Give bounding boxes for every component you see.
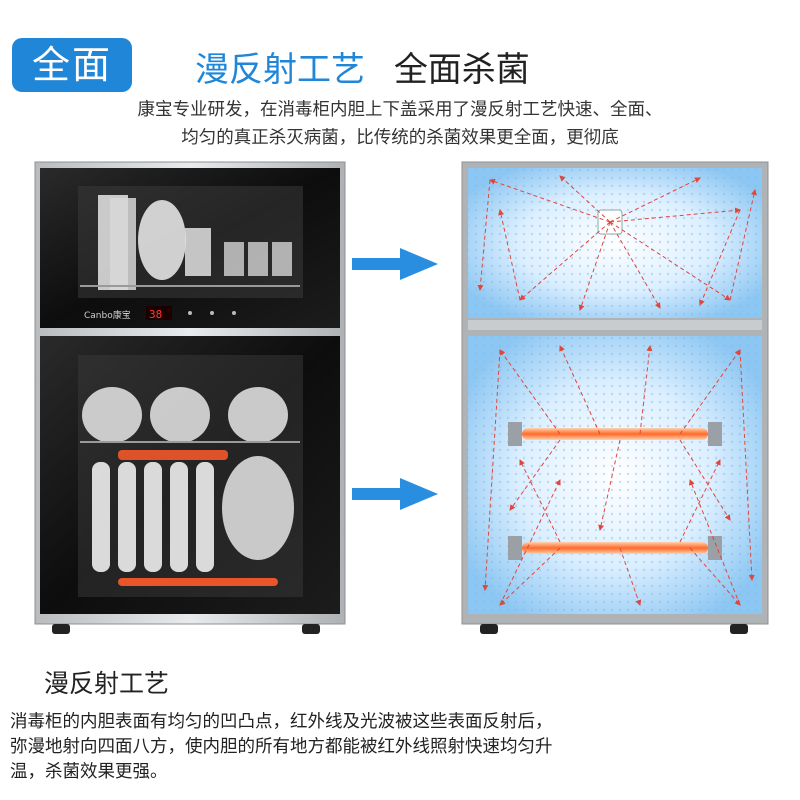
heater-top [118, 450, 228, 460]
headline-blue: 漫反射工艺 [195, 50, 365, 90]
heater-bottom [118, 578, 278, 586]
lower-chamber [468, 336, 762, 614]
section-description: 消毒柜的内胆表面有均匀的凹凸点，红外线及光波被这些表面反射后， 弥漫地射向四面八… [10, 710, 790, 785]
intro-line-2: 均匀的真正杀灭病菌，比传统的杀菌效果更全面，更彻底 [181, 128, 619, 148]
control-button[interactable] [188, 311, 192, 315]
temperature-display: 38 [149, 308, 162, 321]
desc-line-2: 弥漫地射向四面八方，使内胆的所有地方都能被红外线照射快速均匀升 [10, 737, 553, 757]
upper-rack-dishes [80, 195, 300, 290]
control-panel: Canbo康宝 38 [84, 306, 236, 321]
intro-line-1: 康宝专业研发，在消毒柜内胆上下盖采用了漫反射工艺快速、全面、 [137, 100, 663, 120]
direction-arrow [352, 248, 438, 280]
control-button[interactable] [232, 311, 236, 315]
control-button[interactable] [210, 311, 214, 315]
headline-black: 全面杀菌 [393, 50, 530, 90]
cabinet-foot [730, 624, 748, 634]
section-title: 漫反射工艺 [44, 669, 170, 698]
cabinet-illustration: Canbo康宝 38 [34, 161, 769, 634]
heating-tube [508, 536, 722, 560]
desc-line-3: 温，杀菌效果更强。 [10, 762, 168, 782]
brand-logo: Canbo康宝 [84, 309, 131, 321]
lower-rack-bowls [80, 387, 300, 443]
desc-line-1: 消毒柜的内胆表面有均匀的凹凸点，红外线及光波被这些表面反射后， [10, 712, 553, 732]
intro-text: 康宝专业研发，在消毒柜内胆上下盖采用了漫反射工艺快速、全面、 均匀的真正杀灭病菌… [0, 96, 800, 152]
direction-arrow [352, 478, 438, 510]
headline: 漫反射工艺 全面杀菌 [195, 46, 530, 94]
upper-door: Canbo康宝 38 [40, 168, 340, 328]
reflection-rays [477, 175, 757, 311]
feature-badge: 全面 [12, 38, 132, 92]
upper-chamber [468, 168, 762, 330]
lower-rack-plates [92, 456, 294, 572]
lower-door [40, 336, 340, 614]
right-cabinet [461, 161, 769, 634]
cabinet-foot [52, 624, 70, 634]
cabinet-foot [480, 624, 498, 634]
left-cabinet: Canbo康宝 38 [34, 161, 346, 634]
cabinet-foot [302, 624, 320, 634]
reflection-rays [482, 345, 755, 606]
heating-tube [508, 422, 722, 446]
